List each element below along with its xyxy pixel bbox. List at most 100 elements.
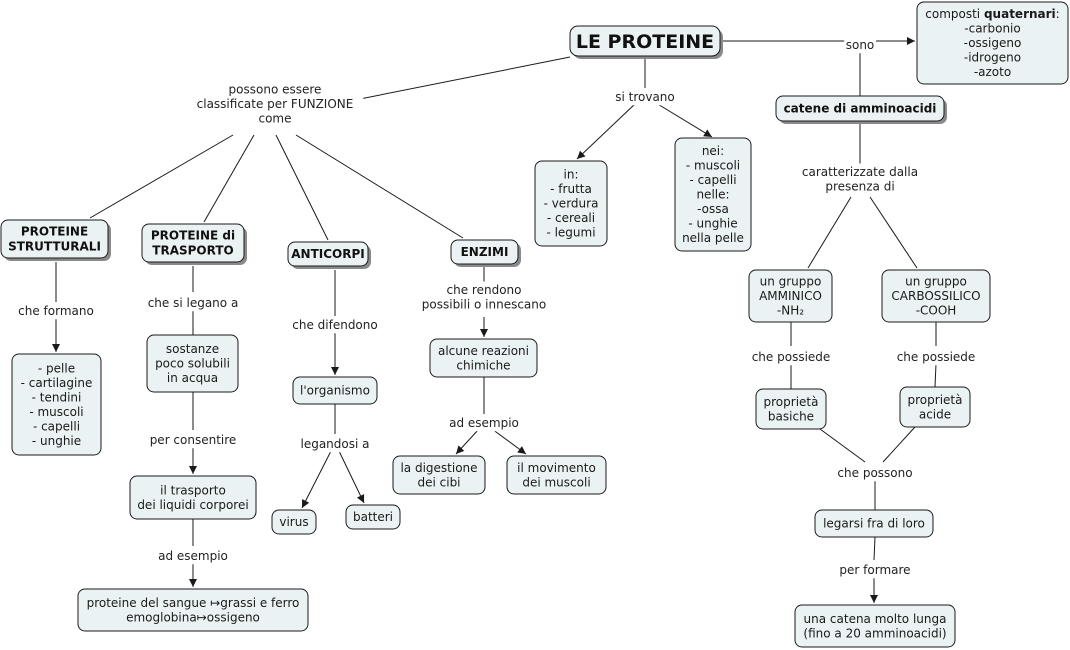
link-label-per-formare: per formare (835, 561, 915, 579)
text-line: che possiede (897, 350, 976, 364)
concept-node-virus[interactable]: virus (271, 509, 317, 535)
text-line: composti quaternari: (925, 7, 1059, 21)
text-line: LE PROTEINE (576, 31, 714, 53)
text-line: -azoto (974, 65, 1011, 79)
text-line: un gruppo (760, 275, 822, 289)
node-text: ANTICORPI (291, 247, 365, 261)
link-label-text: sono (846, 38, 875, 52)
link-label-background (789, 163, 931, 195)
text-line: legandosi a (300, 437, 369, 451)
connector-sitrovano-nei (655, 102, 713, 138)
text-line: batteri (353, 510, 393, 524)
link-label-che-difendono: che difendono (288, 316, 382, 334)
text-line: nella pelle (682, 231, 744, 245)
text-line: - unghie (688, 217, 737, 231)
text-line: - legumi (546, 226, 595, 240)
node-box (141, 223, 245, 263)
concept-node-enzimi[interactable]: ENZIMI (450, 239, 521, 267)
text-line: catene di amminoacidi (784, 102, 937, 116)
node-text: l'organismo (300, 384, 370, 398)
text-line: caratterizzate dalla (802, 165, 918, 179)
node-box (506, 455, 607, 495)
text-line: - tendini (32, 390, 82, 404)
text-line: acide (919, 407, 951, 421)
link-label-background (844, 36, 876, 54)
connector-acide-possono (882, 426, 916, 463)
link-label-background (447, 414, 521, 432)
connector-root-classificate (354, 56, 571, 101)
node-box (146, 334, 239, 393)
node-text: LE PROTEINE (576, 31, 714, 53)
text-line: - frutta (550, 182, 592, 196)
connector-possiede-acide (934, 363, 937, 388)
concept-node-in-box[interactable]: in:- frutta- verdura- cereali- legumi (534, 160, 608, 247)
connector-caratt-amm (807, 196, 852, 269)
text-line: PROTEINE (21, 225, 88, 239)
concept-node-root[interactable]: LE PROTEINE (569, 25, 723, 59)
text-line: in: (564, 168, 579, 182)
text-line: basiche (768, 409, 814, 423)
link-label-ad-esempio-1: ad esempio (156, 547, 230, 565)
node-box (271, 509, 317, 535)
text-line: nei: (702, 144, 724, 158)
text-line: - capelli (33, 419, 80, 433)
text-line: - pelle (38, 361, 75, 375)
link-label-sono: sono (844, 36, 876, 54)
node-text: ENZIMI (461, 245, 509, 259)
text-line: in acqua (167, 371, 218, 385)
concept-node-catena-lunga[interactable]: una catena molto lunga(fino a 20 amminoa… (794, 604, 956, 648)
link-label-background (747, 348, 835, 366)
text-line: chimiche (456, 358, 510, 372)
link-label-text: che difendono (292, 318, 377, 332)
concept-node-catene[interactable]: catene di amminoacidi (775, 95, 947, 124)
text-line: presenza di (825, 179, 894, 193)
text-line: il movimento (517, 461, 596, 475)
concept-node-organismo[interactable]: l'organismo (292, 376, 378, 405)
connector-legandosi-batteri (338, 450, 365, 504)
concept-node-anticorpi[interactable]: ANTICORPI (287, 241, 371, 269)
text-line: dei liquidi corporei (137, 498, 248, 512)
text-line: -COOH (916, 304, 957, 318)
link-label-background (139, 294, 247, 312)
link-label-che-possono: che possono (835, 464, 915, 482)
text-line: che possono (837, 466, 912, 480)
text-line: ad esempio (158, 549, 228, 563)
node-box (129, 475, 257, 520)
concept-node-composti[interactable]: composti quaternari:-carbonio-ossigeno-i… (916, 1, 1069, 85)
concept-node-batteri[interactable]: batteri (345, 504, 401, 530)
concept-node-pelle-list[interactable]: - pelle- cartilagine- tendini- muscoli- … (11, 353, 102, 456)
link-label-che-possiede-2: che possiede (892, 348, 980, 366)
node-box (916, 1, 1069, 85)
text-line: - muscoli (686, 159, 740, 173)
link-label-che-possiede-1: che possiede (747, 348, 835, 366)
link-label-text: legandosi a (300, 437, 369, 451)
text-line: legarsi fra di loro (823, 517, 925, 531)
edges-layer (52, 37, 937, 603)
connector-adesempio-digestione (455, 428, 480, 455)
concept-node-legarsi[interactable]: legarsi fra di loro (814, 509, 934, 538)
node-box (899, 386, 971, 428)
text-line: un gruppo (905, 275, 967, 289)
link-label-text: che possiede (897, 350, 976, 364)
node-box (775, 95, 945, 122)
node-box (11, 353, 102, 456)
text-line: - verdura (544, 197, 599, 211)
